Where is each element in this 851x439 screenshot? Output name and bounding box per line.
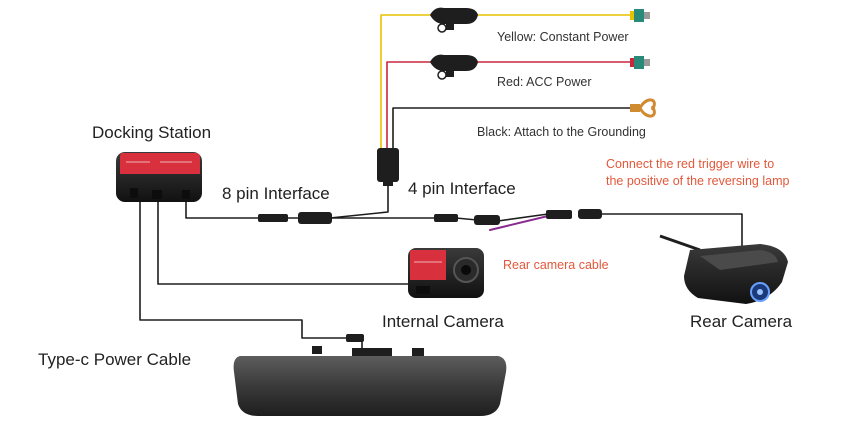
4pin-interface-label: 4 pin Interface bbox=[408, 179, 516, 198]
8pin-interface-label: 8 pin Interface bbox=[222, 184, 330, 203]
docking-station bbox=[116, 152, 202, 202]
power-harness-connector bbox=[377, 148, 399, 186]
trigger-note: Connect the red trigger wire to the posi… bbox=[606, 156, 789, 190]
rear-camera bbox=[659, 234, 788, 304]
trigger-connector bbox=[546, 210, 572, 219]
8pin-connector-b bbox=[298, 212, 332, 224]
yellow-wire bbox=[380, 14, 633, 151]
rear-cable-label: Rear camera cable bbox=[503, 258, 609, 272]
wires bbox=[139, 14, 743, 351]
black-wire bbox=[392, 107, 634, 151]
red-fuse-holder bbox=[430, 54, 478, 80]
rear-connector bbox=[578, 209, 602, 219]
fuse-holders bbox=[430, 7, 478, 80]
yellow-terminal bbox=[630, 9, 650, 22]
internal-camera-label: Internal Camera bbox=[382, 312, 504, 331]
internal-camera-cable bbox=[157, 199, 409, 285]
yellow-fuse-holder bbox=[430, 7, 478, 33]
4pin-connector-a bbox=[434, 214, 458, 222]
typec-cable bbox=[139, 199, 347, 339]
red-terminal bbox=[630, 56, 650, 69]
inline-connectors bbox=[258, 209, 602, 225]
red-wire-label: Red: ACC Power bbox=[497, 75, 592, 89]
4pin-connector-b bbox=[474, 215, 500, 225]
internal-camera bbox=[408, 248, 484, 298]
dock-8pin-cable bbox=[185, 199, 301, 219]
rear-camera-label: Rear Camera bbox=[690, 312, 793, 331]
rear-camera-cable bbox=[329, 213, 743, 251]
black-wire-label: Black: Attach to the Grounding bbox=[477, 125, 646, 139]
yellow-wire-label: Yellow: Constant Power bbox=[497, 30, 629, 44]
blade-terminals bbox=[630, 9, 656, 118]
docking-station-label: Docking Station bbox=[92, 123, 212, 142]
trigger-note-line2: the positive of the reversing lamp bbox=[606, 173, 790, 188]
trigger-note-line1: Connect the red trigger wire to bbox=[606, 157, 775, 171]
ground-ring-terminal bbox=[630, 98, 656, 118]
trigger-wire bbox=[489, 215, 549, 231]
typec-cable-label: Type-c Power Cable bbox=[38, 350, 192, 369]
8pin-connector-a bbox=[258, 214, 288, 222]
power-pigtail bbox=[329, 179, 389, 219]
mirror-monitor bbox=[233, 334, 507, 416]
red-wire bbox=[386, 61, 633, 151]
